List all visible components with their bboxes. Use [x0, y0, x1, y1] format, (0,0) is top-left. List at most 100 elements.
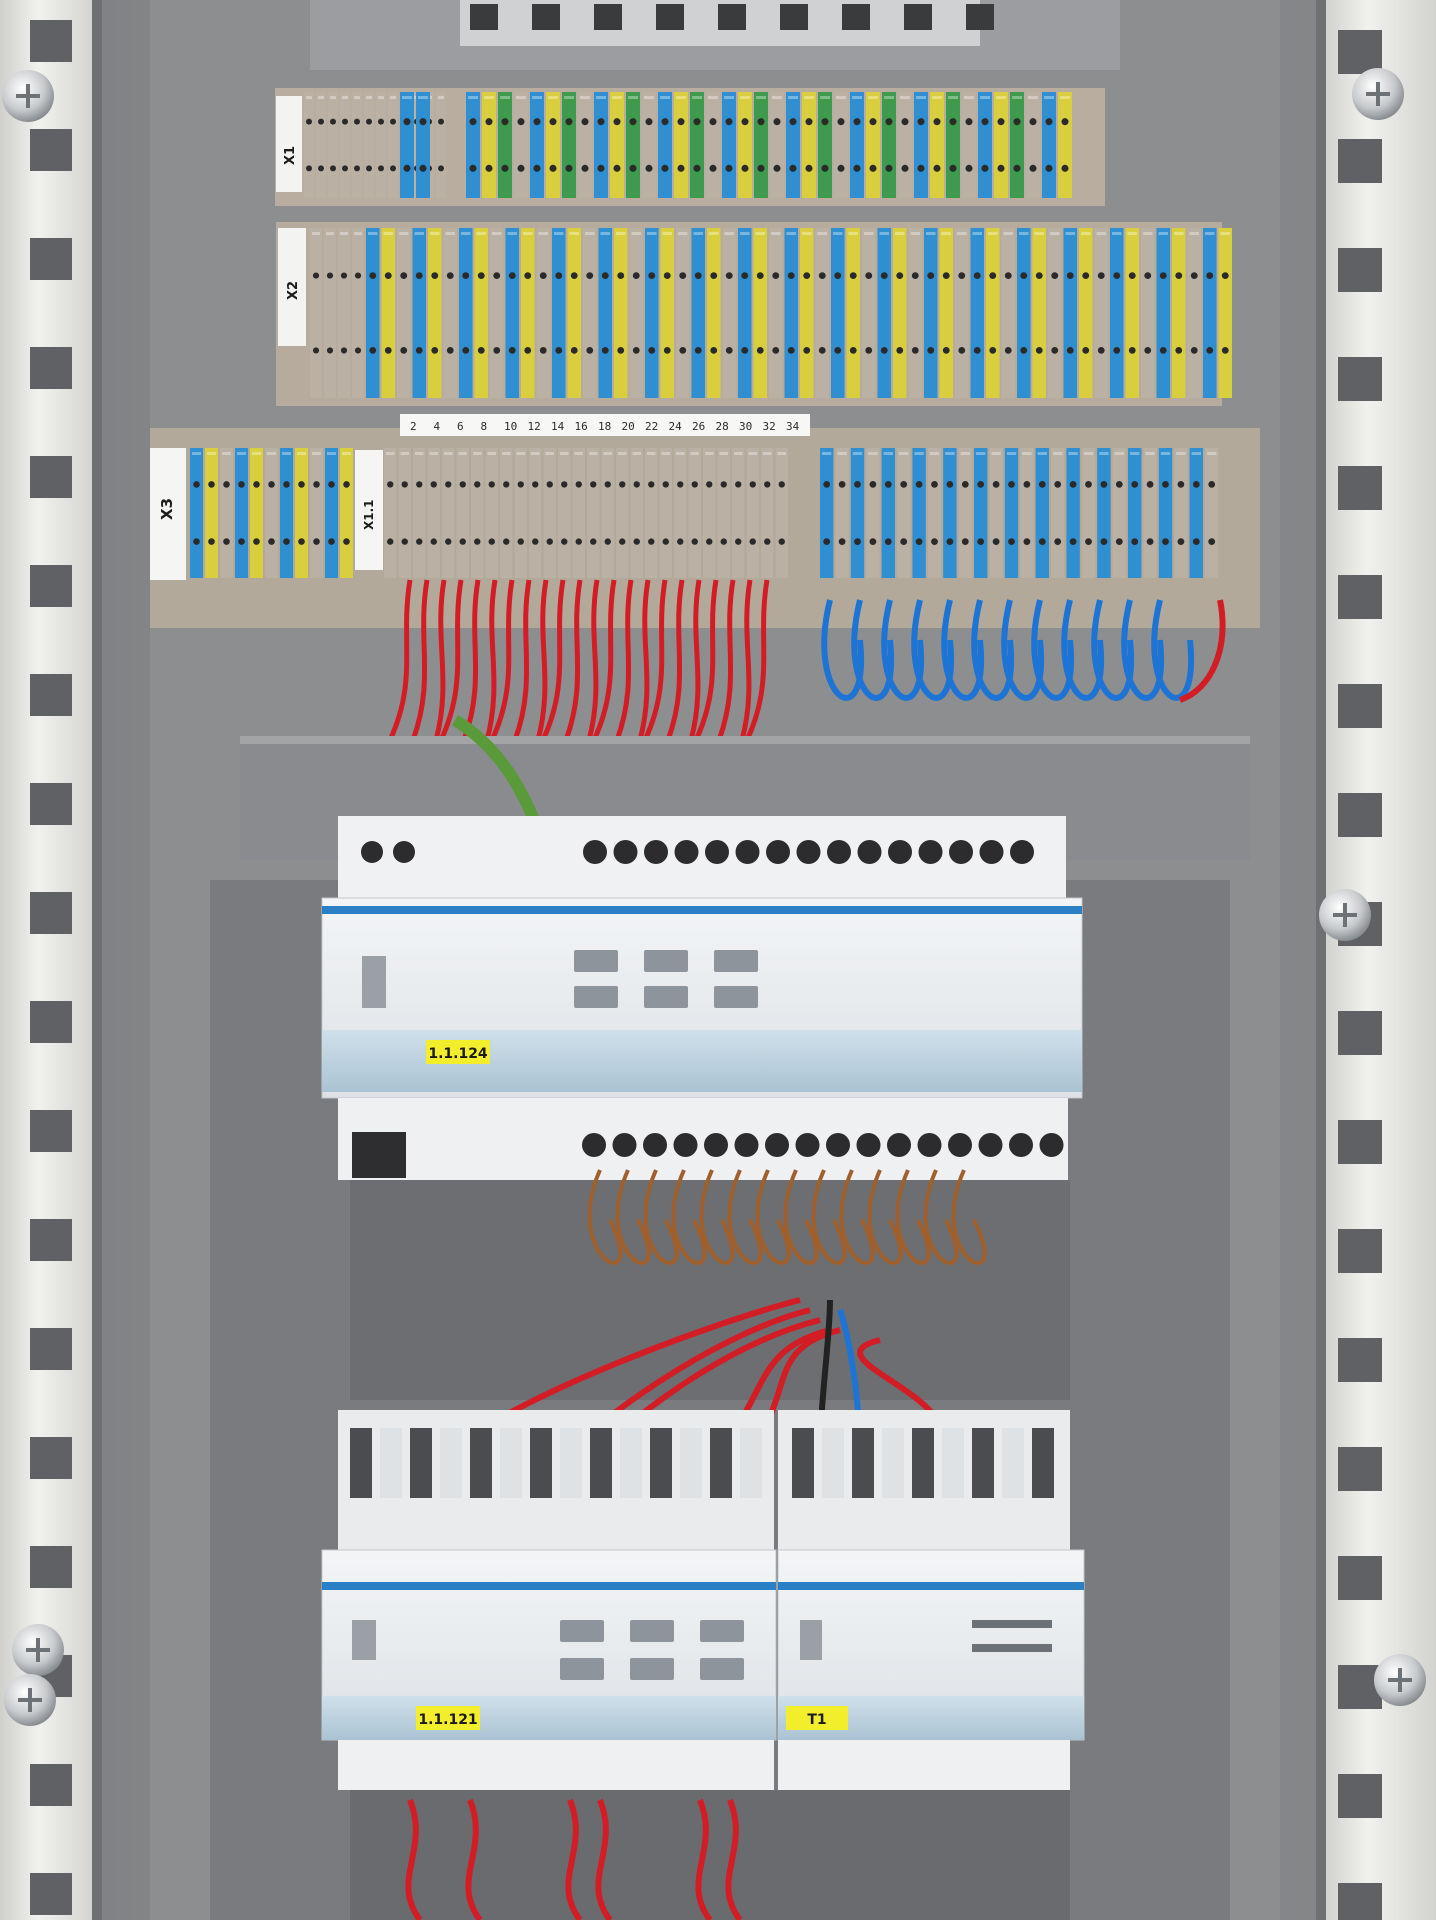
terminal-hole — [565, 118, 573, 126]
push-terminal — [410, 1428, 432, 1498]
terminal-block — [427, 448, 440, 578]
terminal-block — [412, 228, 426, 398]
terminal-block — [908, 228, 922, 398]
terminal-hole — [1051, 346, 1059, 354]
strip-1-marker-text: X1 — [283, 146, 298, 165]
rail-hole — [30, 1328, 72, 1370]
rail-hole — [30, 1873, 72, 1915]
terminal-hole — [1113, 272, 1121, 280]
terminal-hole — [539, 346, 547, 354]
terminal-block — [1001, 228, 1015, 398]
terminal-hole — [629, 118, 637, 126]
terminal-screw — [361, 841, 383, 863]
terminal-block — [1094, 228, 1108, 398]
terminal-hole — [378, 165, 384, 172]
terminal-hole — [597, 118, 605, 126]
terminal-block — [1110, 228, 1124, 398]
terminal-hole — [415, 272, 423, 280]
terminal-hole — [915, 538, 923, 545]
terminal-hole — [1008, 538, 1015, 545]
terminal-hole — [403, 164, 411, 172]
terminal-hole — [330, 118, 336, 125]
rail-hole — [30, 1001, 72, 1043]
terminal-hole — [340, 347, 348, 354]
terminal-block — [800, 228, 814, 398]
manual-button — [714, 950, 758, 972]
terminal-block — [914, 92, 928, 198]
push-terminal — [590, 1428, 612, 1498]
terminal-hole — [283, 538, 290, 545]
terminal-block — [815, 228, 829, 398]
terminal-hole — [1144, 272, 1152, 280]
terminal-hole — [648, 538, 655, 545]
red-wire — [438, 579, 464, 742]
terminal-hole — [1177, 481, 1185, 488]
terminal-block — [316, 92, 326, 198]
terminal-hole — [933, 164, 941, 172]
terminal-hole — [488, 538, 495, 545]
terminal-block — [442, 448, 455, 578]
terminal-block — [659, 448, 672, 578]
manual-button — [574, 986, 618, 1008]
brown-wire — [839, 1169, 875, 1265]
terminal-hole — [517, 538, 524, 545]
terminal-hole — [818, 346, 826, 354]
terminal-hole — [604, 538, 611, 545]
terminal-hole — [253, 481, 260, 488]
terminal-block — [1203, 228, 1217, 398]
terminal-block — [324, 228, 336, 398]
terminal-block — [436, 92, 446, 198]
terminal-block — [578, 92, 592, 198]
terminal-block — [1141, 228, 1155, 398]
terminal-hole — [1190, 272, 1198, 280]
terminal-number: 12 — [528, 420, 541, 433]
terminal-screw — [1010, 840, 1034, 864]
terminal-block — [834, 92, 848, 198]
top-din-rail — [310, 0, 1120, 70]
rail-hole — [30, 129, 72, 171]
red-wire — [695, 1798, 713, 1920]
terminal-hole — [1146, 481, 1154, 488]
terminal-block — [674, 92, 688, 198]
rail-hole — [30, 1110, 72, 1152]
terminal-block — [986, 228, 1000, 398]
terminal-block — [1218, 228, 1232, 398]
terminal-hole — [942, 272, 950, 280]
rail-hole — [1338, 1447, 1382, 1491]
rail-hole — [1338, 684, 1382, 728]
terminal-block — [978, 92, 992, 198]
terminal-screw — [766, 840, 790, 864]
terminal-block — [376, 92, 386, 198]
terminal-block — [642, 92, 656, 198]
terminal-number: 18 — [598, 420, 611, 433]
terminal-block — [1051, 448, 1065, 578]
terminal-hole — [946, 481, 954, 488]
terminal-hole — [1128, 346, 1136, 354]
module-3-label-text: T1 — [807, 1712, 826, 1728]
terminal-hole — [834, 346, 842, 354]
brown-wire — [671, 1169, 707, 1265]
terminal-hole — [900, 481, 908, 488]
terminal-hole — [613, 164, 621, 172]
terminal-hole — [896, 272, 904, 280]
terminal-block — [746, 448, 759, 578]
terminal-hole — [469, 164, 477, 172]
terminal-hole — [369, 272, 377, 280]
blue-wire — [1031, 599, 1075, 701]
terminal-hole — [961, 481, 969, 488]
push-terminal — [350, 1428, 372, 1498]
terminal-block — [498, 92, 512, 198]
terminal-hole — [328, 538, 335, 545]
terminal-hole — [756, 346, 764, 354]
push-terminal — [650, 1428, 672, 1498]
terminal-block — [466, 92, 480, 198]
terminal-hole — [1115, 538, 1123, 545]
terminal-hole — [485, 118, 493, 126]
terminal-hole — [532, 538, 539, 545]
terminal-block — [866, 92, 880, 198]
blue-wire — [821, 599, 865, 701]
terminal-block — [529, 448, 542, 578]
terminal-number: 30 — [739, 420, 752, 433]
terminal-hole — [854, 538, 861, 545]
red-wire — [387, 579, 413, 742]
